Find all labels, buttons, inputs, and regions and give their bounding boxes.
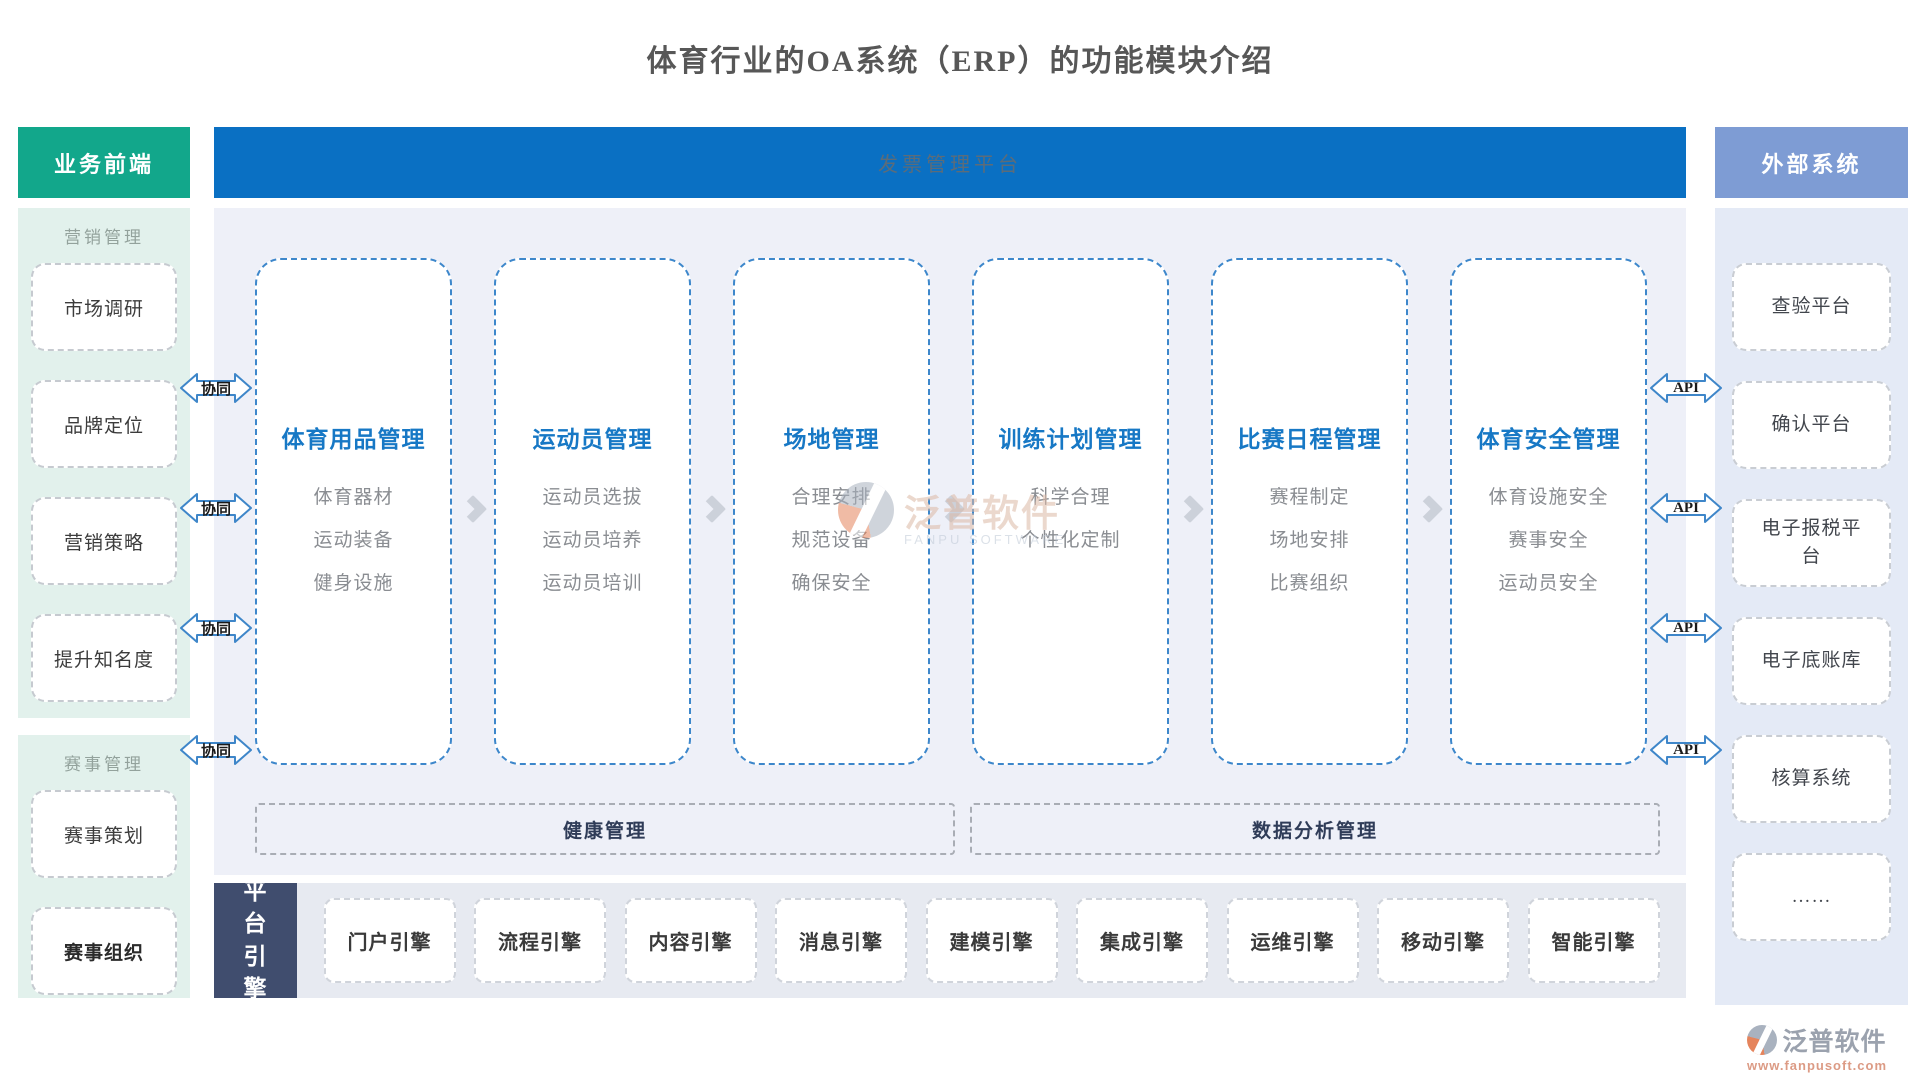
node-raise-awareness: 提升知名度 bbox=[31, 614, 177, 702]
module-title: 运动员管理 bbox=[532, 427, 653, 452]
chevron-right-icon bbox=[1414, 494, 1444, 523]
node-event-organization: 赛事组织 bbox=[31, 907, 177, 995]
module-title: 体育用品管理 bbox=[281, 427, 426, 452]
module-sporting-goods: 体育用品管理 体育器材 运动装备 健身设施 bbox=[255, 258, 452, 765]
module-athlete-management: 运动员管理 运动员选拔 运动员培养 运动员培训 bbox=[494, 258, 691, 765]
panel-event-management: 赛事管理 赛事策划 赛事组织 bbox=[18, 735, 190, 998]
panel-external-systems: 查验平台 确认平台 电子报税平台 电子底账库 核算系统 …… bbox=[1715, 208, 1908, 1005]
engine-intelligence: 智能引擎 bbox=[1527, 898, 1660, 983]
node-brand-positioning: 品牌定位 bbox=[31, 380, 177, 468]
module-item: 科学合理 bbox=[1030, 487, 1111, 508]
engine-boxes: 门户引擎 流程引擎 内容引擎 消息引擎 建模引擎 集成引擎 运维引擎 移动引擎 … bbox=[297, 883, 1686, 998]
module-item: 体育器材 bbox=[313, 487, 394, 508]
invoice-management-platform-bar: 发票管理平台 bbox=[214, 127, 1686, 198]
fanpu-logo-icon bbox=[1747, 1025, 1778, 1055]
node-health-management: 健康管理 bbox=[255, 803, 955, 855]
panel-marketing-management: 营销管理 市场调研 品牌定位 营销策略 提升知名度 bbox=[18, 208, 190, 718]
page-title: 体育行业的OA系统（ERP）的功能模块介绍 bbox=[646, 45, 1274, 78]
module-training-plan: 训练计划管理 科学合理 个性化定制 bbox=[972, 258, 1169, 765]
engine-workflow: 流程引擎 bbox=[474, 898, 606, 983]
module-title: 体育安全管理 bbox=[1476, 427, 1621, 452]
connector-xietong-arrow: 协同 bbox=[180, 370, 252, 406]
node-etax-platform: 电子报税平台 bbox=[1732, 499, 1891, 587]
left-header-business-frontend: 业务前端 bbox=[18, 127, 190, 198]
chevron-right-icon bbox=[697, 494, 727, 523]
footer-logo-url: www.fanpusoft.com bbox=[1746, 1058, 1888, 1073]
module-title: 比赛日程管理 bbox=[1237, 427, 1382, 452]
module-item: 赛程制定 bbox=[1269, 487, 1350, 508]
node-ellipsis: …… bbox=[1732, 853, 1891, 941]
module-item: 合理安排 bbox=[791, 487, 872, 508]
connector-xietong-arrow: 协同 bbox=[180, 732, 252, 768]
node-eledger-library: 电子底账库 bbox=[1732, 617, 1891, 705]
engine-content: 内容引擎 bbox=[624, 898, 757, 983]
module-columns: 体育用品管理 体育器材 运动装备 健身设施 运动员管理 运动员选拔 运动员培养 … bbox=[255, 258, 1647, 765]
chevron-right-icon bbox=[1175, 494, 1205, 523]
engine-integration: 集成引擎 bbox=[1076, 898, 1208, 983]
node-event-planning: 赛事策划 bbox=[31, 790, 177, 878]
engine-message: 消息引擎 bbox=[775, 898, 907, 983]
node-marketing-strategy: 营销策略 bbox=[31, 497, 177, 585]
connector-api-arrow: API bbox=[1650, 490, 1722, 526]
footer-logo: 泛普软件 www.fanpusoft.com bbox=[1732, 1022, 1902, 1073]
module-item: 比赛组织 bbox=[1269, 573, 1350, 594]
module-competition-schedule: 比赛日程管理 赛程制定 场地安排 比赛组织 bbox=[1211, 258, 1408, 765]
chevron-right-icon bbox=[458, 494, 488, 523]
node-confirmation-platform: 确认平台 bbox=[1732, 381, 1891, 469]
platform-engine-label: 平台引擎 bbox=[214, 879, 297, 1001]
main-modules-panel bbox=[214, 208, 1686, 875]
connector-xietong-arrow: 协同 bbox=[180, 610, 252, 646]
group-label-marketing: 营销管理 bbox=[64, 228, 144, 247]
right-header-external-systems: 外部系统 bbox=[1715, 127, 1908, 198]
module-item: 运动员培训 bbox=[542, 573, 643, 594]
module-item: 运动装备 bbox=[313, 530, 394, 551]
node-market-research: 市场调研 bbox=[31, 263, 177, 351]
module-item: 赛事安全 bbox=[1508, 530, 1589, 551]
module-item: 健身设施 bbox=[313, 573, 394, 594]
module-title: 训练计划管理 bbox=[998, 427, 1143, 452]
node-data-analysis-management: 数据分析管理 bbox=[970, 803, 1660, 855]
module-item: 体育设施安全 bbox=[1488, 487, 1609, 508]
module-item: 确保安全 bbox=[791, 573, 872, 594]
module-item: 运动员安全 bbox=[1498, 573, 1599, 594]
platform-engine-row: 平台引擎 门户引擎 流程引擎 内容引擎 消息引擎 建模引擎 集成引擎 运维引擎 … bbox=[214, 879, 1686, 1001]
group-label-events: 赛事管理 bbox=[64, 755, 144, 774]
connector-xietong-arrow: 协同 bbox=[180, 490, 252, 526]
footer-logo-name: 泛普软件 bbox=[1782, 1029, 1887, 1056]
node-inspection-platform: 查验平台 bbox=[1732, 263, 1891, 351]
engine-operations: 运维引擎 bbox=[1226, 898, 1359, 983]
module-item: 规范设备 bbox=[791, 530, 872, 551]
module-item: 场地安排 bbox=[1269, 530, 1350, 551]
engine-portal: 门户引擎 bbox=[323, 898, 456, 983]
node-accounting-system: 核算系统 bbox=[1732, 735, 1891, 823]
connector-api-arrow: API bbox=[1650, 610, 1722, 646]
module-venue-management: 场地管理 合理安排 规范设备 确保安全 bbox=[733, 258, 930, 765]
connector-api-arrow: API bbox=[1650, 370, 1722, 406]
module-item: 个性化定制 bbox=[1020, 530, 1121, 551]
module-item: 运动员培养 bbox=[542, 530, 643, 551]
engine-mobile: 移动引擎 bbox=[1377, 898, 1509, 983]
connector-api-arrow: API bbox=[1650, 732, 1722, 768]
chevron-right-icon bbox=[936, 494, 966, 523]
module-title: 场地管理 bbox=[783, 427, 880, 452]
module-item: 运动员选拔 bbox=[542, 487, 643, 508]
engine-modeling: 建模引擎 bbox=[925, 898, 1058, 983]
module-sports-safety: 体育安全管理 体育设施安全 赛事安全 运动员安全 bbox=[1450, 258, 1647, 765]
